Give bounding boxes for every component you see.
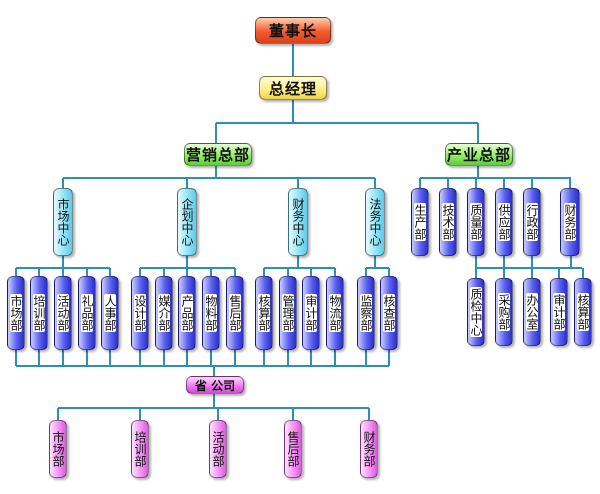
ind-dept-production[interactable]: 生产部: [411, 188, 429, 256]
ind-dept-supply[interactable]: 供应部: [495, 188, 513, 256]
marketing-hq-box[interactable]: 营销总部: [184, 143, 252, 166]
dept-product[interactable]: 产品部: [178, 276, 196, 350]
center-label: 财务中心: [291, 198, 305, 246]
dept-label: 售后部: [286, 431, 300, 467]
ind-sub-purchasing[interactable]: 采购部: [495, 278, 513, 346]
dept-label: 质检中心: [469, 287, 483, 337]
dept-label: 培训部: [32, 294, 46, 332]
general-manager-box[interactable]: 总经理: [259, 76, 327, 100]
dept-accounting[interactable]: 核算部: [255, 276, 273, 350]
dept-label: 财务部: [362, 431, 376, 467]
ind-sub-office[interactable]: 办公室: [523, 278, 541, 346]
branch-dept-finance[interactable]: 财务部: [360, 420, 378, 478]
ind-sub-audit[interactable]: 审计部: [550, 278, 568, 346]
dept-label: 物流部: [328, 294, 342, 332]
dept-label: 媒介部: [157, 294, 171, 332]
dept-label: 技术部: [441, 203, 455, 241]
chairman-box[interactable]: 董事长: [255, 17, 331, 44]
dept-label: 核算部: [576, 293, 590, 331]
dept-label: 审计部: [304, 294, 318, 332]
center-legal[interactable]: 法务中心: [365, 188, 385, 256]
dept-label: 质量部: [469, 203, 483, 241]
ind-dept-admin[interactable]: 行政部: [523, 188, 541, 256]
branch-dept-aftersales[interactable]: 售后部: [284, 420, 302, 478]
industry-hq-label: 产业总部: [446, 146, 511, 164]
center-label: 企划中心: [180, 198, 194, 246]
center-planning[interactable]: 企划中心: [177, 188, 197, 256]
dept-gifts[interactable]: 礼品部: [78, 276, 96, 350]
dept-materials[interactable]: 物料部: [202, 276, 220, 350]
dept-label: 礼品部: [80, 294, 94, 332]
dept-label: 活动部: [211, 431, 225, 467]
center-label: 市场中心: [56, 198, 70, 246]
ind-dept-finance[interactable]: 财务部: [560, 188, 580, 256]
center-finance[interactable]: 财务中心: [288, 188, 308, 256]
center-market[interactable]: 市场中心: [53, 188, 73, 256]
province-branch-label: 省 公司: [194, 378, 236, 393]
dept-label: 采购部: [497, 293, 511, 331]
dept-label: 设计部: [133, 294, 147, 332]
chairman-label: 董事长: [268, 22, 317, 40]
dept-label: 市场部: [9, 294, 23, 332]
ind-sub-qc-center[interactable]: 质检中心: [467, 278, 485, 346]
branch-dept-training[interactable]: 培训部: [131, 420, 149, 478]
branch-dept-market[interactable]: 市场部: [49, 420, 67, 478]
dept-audit[interactable]: 审计部: [302, 276, 320, 350]
dept-supervision[interactable]: 监察部: [357, 276, 375, 350]
industry-hq-box[interactable]: 产业总部: [445, 143, 513, 166]
dept-label: 核查部: [382, 294, 396, 332]
dept-design[interactable]: 设计部: [131, 276, 149, 350]
dept-market[interactable]: 市场部: [7, 276, 25, 350]
dept-label: 核算部: [257, 294, 271, 332]
dept-label: 审计部: [552, 293, 566, 331]
dept-management[interactable]: 管理部: [279, 276, 297, 350]
center-label: 法务中心: [368, 198, 382, 246]
dept-hr[interactable]: 人事部: [101, 276, 119, 350]
dept-label: 生产部: [413, 203, 427, 241]
dept-media[interactable]: 媒介部: [155, 276, 173, 350]
dept-events[interactable]: 活动部: [54, 276, 72, 350]
province-branch-box[interactable]: 省 公司: [186, 376, 244, 394]
dept-label: 市场部: [51, 431, 65, 467]
ind-sub-accounting[interactable]: 核算部: [574, 278, 592, 346]
dept-inspection[interactable]: 核查部: [380, 276, 398, 350]
dept-label: 物料部: [204, 294, 218, 332]
dept-label: 监察部: [359, 294, 373, 332]
marketing-hq-label: 营销总部: [185, 146, 250, 164]
dept-label: 人事部: [103, 294, 117, 332]
dept-logistics[interactable]: 物流部: [326, 276, 344, 350]
dept-label: 活动部: [56, 294, 70, 332]
dept-label: 管理部: [281, 294, 295, 332]
dept-label: 办公室: [525, 293, 539, 331]
ind-dept-quality[interactable]: 质量部: [467, 188, 485, 256]
dept-label: 供应部: [497, 203, 511, 241]
dept-label: 培训部: [133, 431, 147, 467]
general-manager-label: 总经理: [268, 79, 317, 98]
dept-training[interactable]: 培训部: [30, 276, 48, 350]
branch-dept-events[interactable]: 活动部: [209, 420, 227, 478]
dept-label: 行政部: [525, 203, 539, 241]
dept-aftersales[interactable]: 售后部: [226, 276, 244, 350]
dept-label: 产品部: [180, 294, 194, 332]
ind-dept-technology[interactable]: 技术部: [439, 188, 457, 256]
dept-label: 财务部: [563, 203, 577, 241]
dept-label: 售后部: [228, 294, 242, 332]
